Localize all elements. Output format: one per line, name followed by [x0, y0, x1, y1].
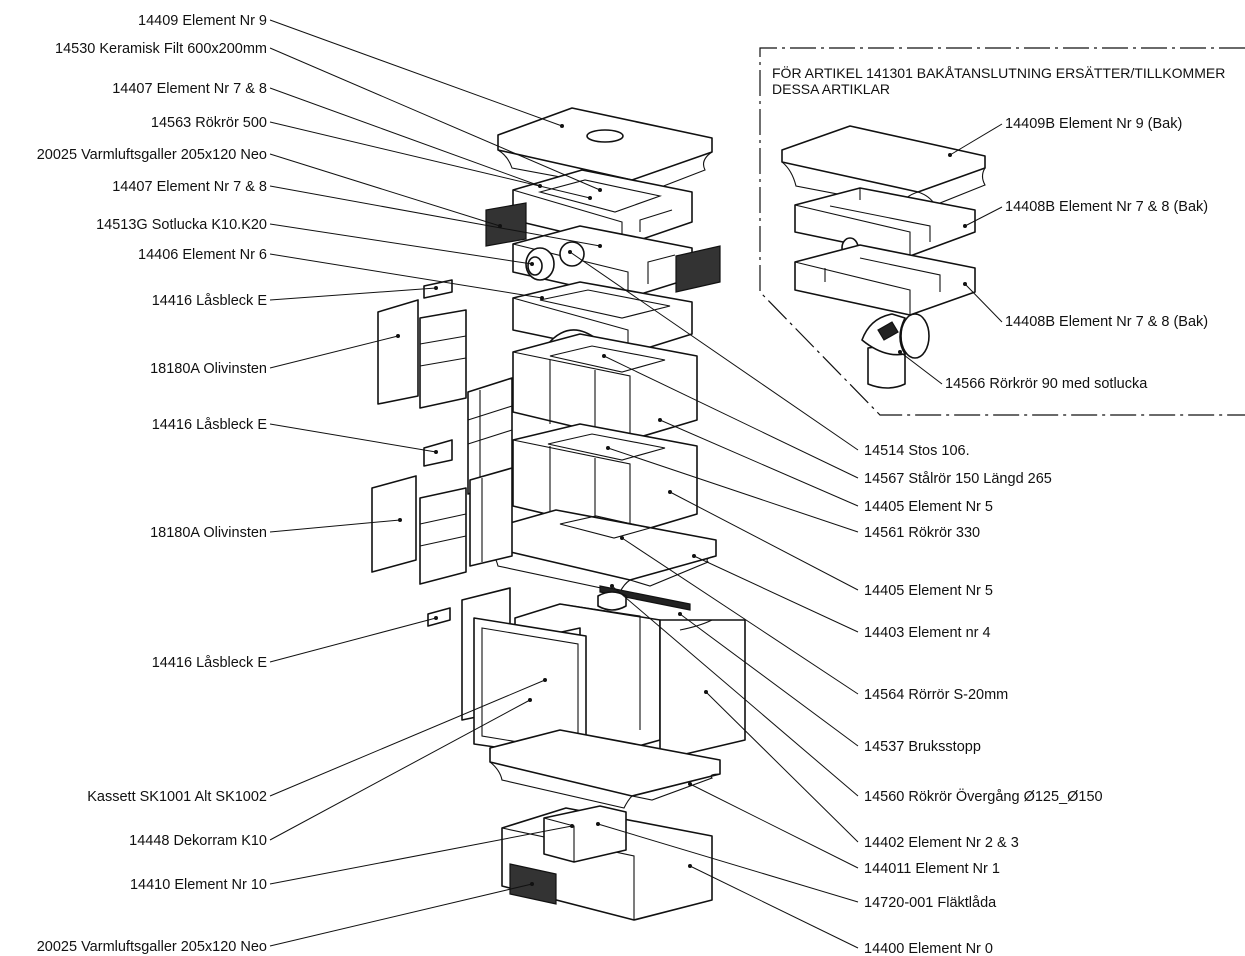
inset-leaders	[898, 123, 1003, 385]
inset-label-element-78-lower: 14408B Element Nr 7 & 8 (Bak)	[1005, 314, 1208, 330]
right-leaders	[568, 250, 859, 949]
inset-title-line2: DESSA ARTIKLAR	[772, 81, 890, 97]
inset-label-element-78-upper: 14408B Element Nr 7 & 8 (Bak)	[1005, 199, 1208, 215]
label-olivinsten-1: 18180A Olivinsten	[150, 361, 267, 377]
label-dekorram: 14448 Dekorram K10	[129, 833, 267, 849]
lasbleck-2-drawing	[423, 439, 453, 467]
inset-label-pipe-90: 14566 Rörkrör 90 med sotlucka	[945, 376, 1148, 392]
label-rokror-overgang: 14560 Rökrör Övergång Ø125_Ø150	[864, 787, 1103, 805]
label-element-4: 14403 Element nr 4	[864, 625, 991, 641]
label-stos: 14514 Stos 106.	[864, 443, 970, 459]
label-element-5-b: 14405 Element Nr 5	[864, 583, 993, 599]
label-element-9: 14409 Element Nr 9	[138, 13, 267, 29]
element-5-upper-drawing	[512, 333, 698, 441]
inset-element-78-lower-drawing	[794, 244, 976, 316]
label-element-23: 14402 Element Nr 2 & 3	[864, 835, 1019, 851]
label-flaktlada: 14720-001 Fläktlåda	[864, 895, 997, 911]
label-lasbleck-2: 14416 Låsbleck E	[152, 417, 268, 433]
sotlucka-drawing	[525, 247, 555, 281]
element-4-drawing	[484, 509, 717, 593]
label-varmluftsgaller-lower: 20025 Varmluftsgaller 205x120 Neo	[37, 939, 267, 955]
inset-label-element-9: 14409B Element Nr 9 (Bak)	[1005, 116, 1182, 132]
label-element-78-b: 14407 Element Nr 7 & 8	[112, 179, 267, 195]
label-kassett: Kassett SK1001 Alt SK1002	[87, 789, 267, 805]
label-element-1: 144011 Element Nr 1	[864, 861, 1000, 877]
left-leaders	[269, 19, 602, 947]
label-element-0: 14400 Element Nr 0	[864, 941, 993, 956]
inset-title-line1: FÖR ARTIKEL 141301 BAKÅTANSLUTNING ERSÄT…	[772, 64, 1225, 81]
lasbleck-3-drawing	[427, 607, 451, 627]
label-keramisk-filt: 14530 Keramisk Filt 600x200mm	[55, 41, 267, 57]
label-olivinsten-2: 18180A Olivinsten	[150, 525, 267, 541]
label-element-6: 14406 Element Nr 6	[138, 247, 267, 263]
main-stack	[371, 107, 746, 921]
upper-right-grill-drawing	[675, 245, 721, 293]
upper-left-grill-drawing	[485, 202, 527, 247]
right-labels: 14514 Stos 106. 14567 Stålrör 150 Längd …	[864, 443, 1103, 956]
label-element-78-a: 14407 Element Nr 7 & 8	[112, 81, 267, 97]
label-stalror: 14567 Stålrör 150 Längd 265	[864, 471, 1052, 487]
label-bruksstopp: 14537 Bruksstopp	[864, 739, 981, 755]
left-labels: 14409 Element Nr 9 14530 Keramisk Filt 6…	[37, 13, 268, 955]
olivinsten-lower-drawing	[371, 467, 513, 585]
label-element-10: 14410 Element Nr 10	[130, 877, 267, 893]
element-23-drawing	[489, 729, 721, 809]
label-sotlucka: 14513G Sotlucka K10.K20	[96, 217, 267, 233]
inset-element-78-upper-drawing	[794, 187, 976, 259]
label-lasbleck-3: 14416 Låsbleck E	[152, 655, 268, 671]
olivinsten-upper-drawing	[377, 299, 513, 495]
inset-panel: FÖR ARTIKEL 141301 BAKÅTANSLUTNING ERSÄT…	[759, 47, 1245, 416]
label-rokror-500: 14563 Rökrör 500	[151, 115, 267, 131]
rorror-drawing	[599, 585, 691, 611]
inset-pipe-90-drawing	[861, 313, 930, 389]
element-5-lower-drawing	[512, 423, 698, 535]
element-0-drawing	[501, 805, 713, 921]
label-varmluftsgaller-upper: 20025 Varmluftsgaller 205x120 Neo	[37, 147, 267, 163]
label-lasbleck-1: 14416 Låsbleck E	[152, 293, 268, 309]
label-element-5-a: 14405 Element Nr 5	[864, 499, 993, 515]
label-rokror-330: 14561 Rökrör 330	[864, 525, 980, 541]
label-rorror: 14564 Rörrör S-20mm	[864, 687, 1008, 703]
inset-dashed-border	[759, 47, 1245, 416]
